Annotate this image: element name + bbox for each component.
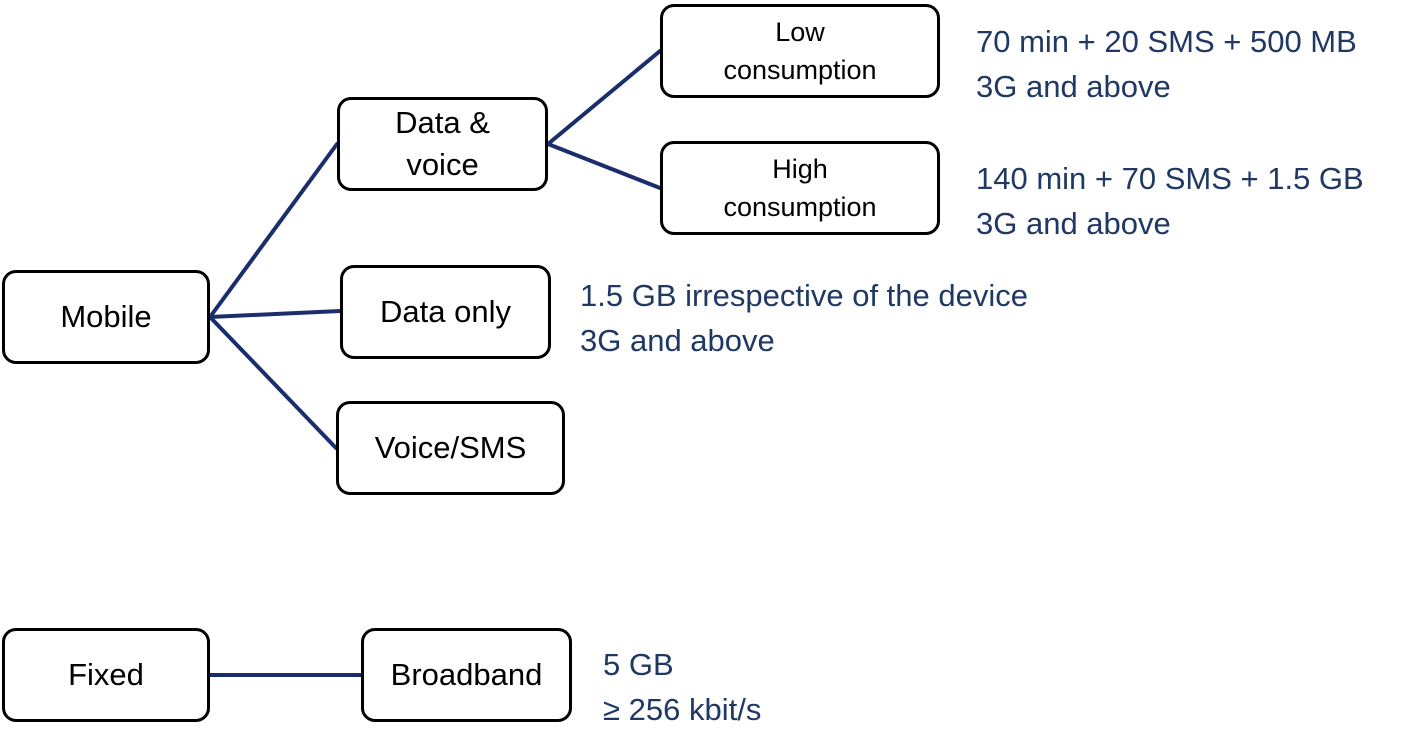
connector-mobile-to-data-voice [208, 142, 339, 319]
data-only-label: Data only [380, 294, 511, 329]
data-only-note: 1.5 GB irrespective of the device 3G and… [580, 273, 1028, 363]
low-consumption-node: Low consumption [660, 4, 940, 98]
broadband-label: Broadband [390, 657, 543, 692]
data-voice-node: Data & voice [337, 97, 548, 191]
connector-data-voice-to-low-consumption [546, 49, 662, 146]
data-only-note-line2: 3G and above [580, 323, 775, 358]
data-only-note-line1: 1.5 GB irrespective of the device [580, 278, 1029, 313]
voice-sms-label: Voice/SMS [374, 430, 527, 465]
low-consumption-note-line2: 3G and above [976, 69, 1171, 104]
low-consumption-label-line2: consumption [723, 55, 877, 85]
low-consumption-note: 70 min + 20 SMS + 500 MB 3G and above [976, 19, 1357, 109]
high-consumption-node: High consumption [660, 141, 940, 235]
low-consumption-label-line1: Low [775, 17, 825, 47]
high-consumption-note: 140 min + 70 SMS + 1.5 GB 3G and above [976, 156, 1364, 246]
voice-sms-node: Voice/SMS [336, 401, 565, 495]
broadband-note-line1: 5 GB [603, 647, 674, 682]
mobile-node: Mobile [2, 270, 210, 364]
connector-data-voice-to-high-consumption [546, 142, 662, 190]
high-consumption-label-line1: High [772, 154, 828, 184]
fixed-node: Fixed [2, 628, 210, 722]
broadband-node: Broadband [361, 628, 572, 722]
data-only-node: Data only [340, 265, 551, 359]
high-consumption-note-line2: 3G and above [976, 206, 1171, 241]
low-consumption-note-line1: 70 min + 20 SMS + 500 MB [976, 24, 1357, 59]
high-consumption-note-line1: 140 min + 70 SMS + 1.5 GB [976, 161, 1364, 196]
data-voice-label-line1: Data & [395, 105, 490, 140]
broadband-note-line2: ≥ 256 kbit/s [603, 692, 762, 727]
broadband-note: 5 GB ≥ 256 kbit/s [603, 642, 761, 732]
connector-mobile-to-data-only [208, 309, 342, 319]
connector-mobile-to-voice-sms [208, 315, 338, 450]
fixed-label: Fixed [68, 657, 144, 692]
mobile-label: Mobile [60, 299, 152, 334]
data-voice-label-line2: voice [406, 147, 479, 182]
high-consumption-label-line2: consumption [723, 192, 877, 222]
